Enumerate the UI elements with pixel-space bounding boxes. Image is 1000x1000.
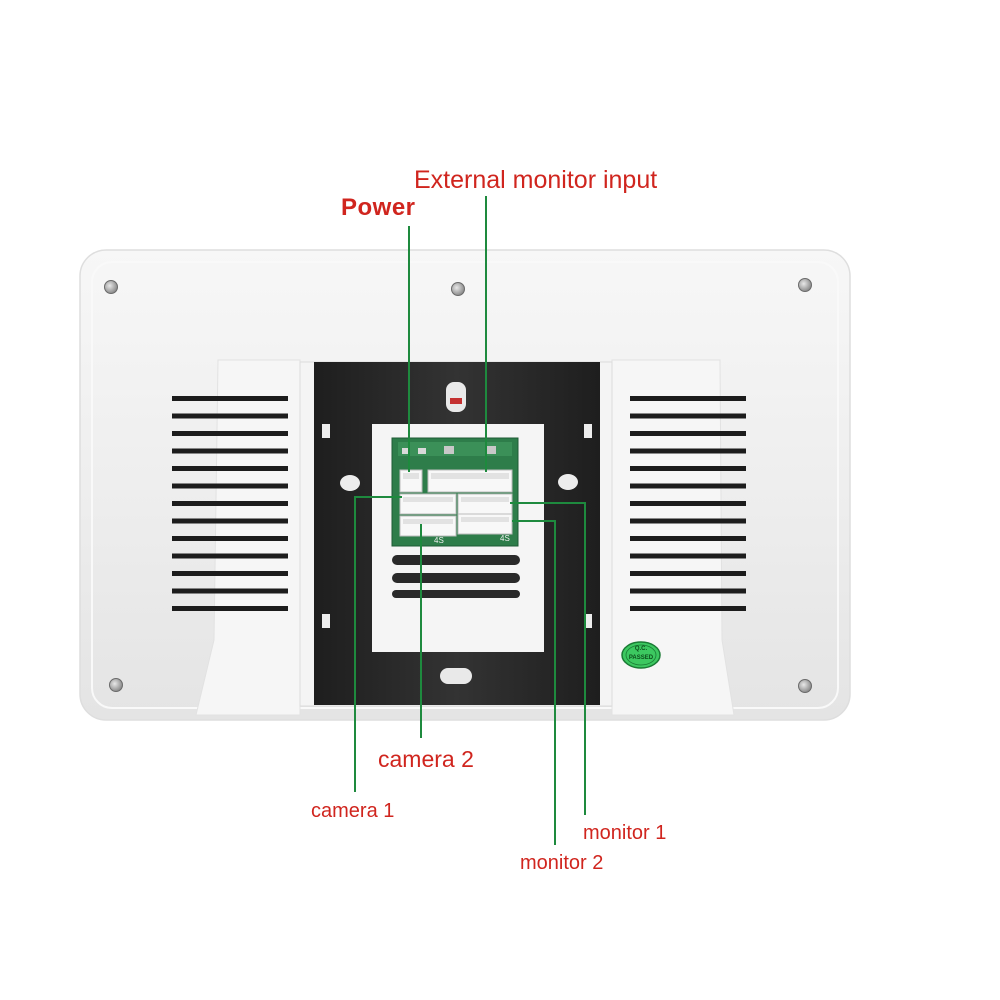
leader-monitor-2 xyxy=(512,520,556,845)
housing-inner-edge xyxy=(91,261,839,709)
connector-camera-1 xyxy=(399,493,457,515)
vent-slat xyxy=(630,483,746,489)
qc-passed-sticker xyxy=(621,641,661,669)
bracket-hole xyxy=(584,614,592,628)
vent-slat xyxy=(172,431,288,436)
screw-icon xyxy=(798,278,812,292)
vent-slat xyxy=(172,588,288,594)
label-camera-2: camera 2 xyxy=(378,746,474,772)
label-power: Power xyxy=(341,194,416,221)
pcb-silkscreen xyxy=(398,442,512,456)
vent-slat xyxy=(630,466,746,471)
vent-slat xyxy=(172,483,288,489)
vent-slat xyxy=(630,571,746,576)
qc-sticker-ring xyxy=(625,644,657,666)
screw-icon xyxy=(798,679,812,693)
vent-slat xyxy=(172,501,288,506)
connector-monitor-1 xyxy=(457,493,513,515)
screw-icon xyxy=(451,282,465,296)
connector-monitor-2 xyxy=(457,513,513,535)
bracket-slot-mark xyxy=(450,398,462,404)
window-slot xyxy=(392,590,520,598)
connector-power xyxy=(399,469,423,493)
vent-slat xyxy=(172,606,288,611)
vent-slat xyxy=(630,588,746,594)
bracket-slot xyxy=(440,668,472,684)
vent-slat xyxy=(172,518,288,524)
pcb-component xyxy=(402,448,410,454)
pcb-component xyxy=(444,446,454,454)
window-slot xyxy=(392,555,520,565)
vent-slat xyxy=(630,501,746,506)
vent-slat xyxy=(630,518,746,524)
connector-external-monitor xyxy=(427,469,513,493)
screw-icon xyxy=(109,678,123,692)
pcb-marking-left: 4S xyxy=(434,536,444,545)
pcb-component xyxy=(418,448,426,454)
vent-slat xyxy=(630,553,746,559)
vent-slat xyxy=(630,606,746,611)
vent-slat xyxy=(172,571,288,576)
label-monitor-2: monitor 2 xyxy=(520,852,604,874)
bracket-hole xyxy=(340,475,360,491)
right-vent-grille xyxy=(630,396,746,611)
vent-slat xyxy=(630,448,746,454)
qc-sticker-text-bottom: PASSED xyxy=(628,655,654,661)
window-slot xyxy=(392,573,520,583)
vent-slat xyxy=(172,396,288,401)
label-external-monitor-input: External monitor input xyxy=(414,166,658,194)
leader-lines xyxy=(354,196,586,845)
mount-bracket xyxy=(314,362,600,705)
bracket-hole xyxy=(584,424,592,438)
left-vent-grille xyxy=(172,396,288,611)
label-camera-1: camera 1 xyxy=(311,800,395,822)
connector-camera-2 xyxy=(399,515,457,537)
vent-slat xyxy=(630,536,746,541)
vent-slat xyxy=(172,413,288,419)
bracket-hole xyxy=(322,424,330,438)
label-monitor-1: monitor 1 xyxy=(583,822,667,844)
bracket-hole xyxy=(322,614,330,628)
bracket-hole xyxy=(558,474,578,490)
vent-slat xyxy=(630,431,746,436)
vent-slat xyxy=(630,413,746,419)
vent-slat xyxy=(172,448,288,454)
vent-slat xyxy=(630,396,746,401)
qc-sticker-text-top: Q.C. xyxy=(634,646,648,652)
screw-icon xyxy=(104,280,118,294)
pcb-marking-right: 4S xyxy=(500,534,510,543)
leader-monitor-1 xyxy=(510,502,586,815)
vent-slat xyxy=(172,553,288,559)
leader-camera-1 xyxy=(354,496,402,792)
bracket-slot xyxy=(446,382,466,412)
vent-slat xyxy=(172,536,288,541)
pcb-component xyxy=(486,446,496,454)
vent-slat xyxy=(172,466,288,471)
